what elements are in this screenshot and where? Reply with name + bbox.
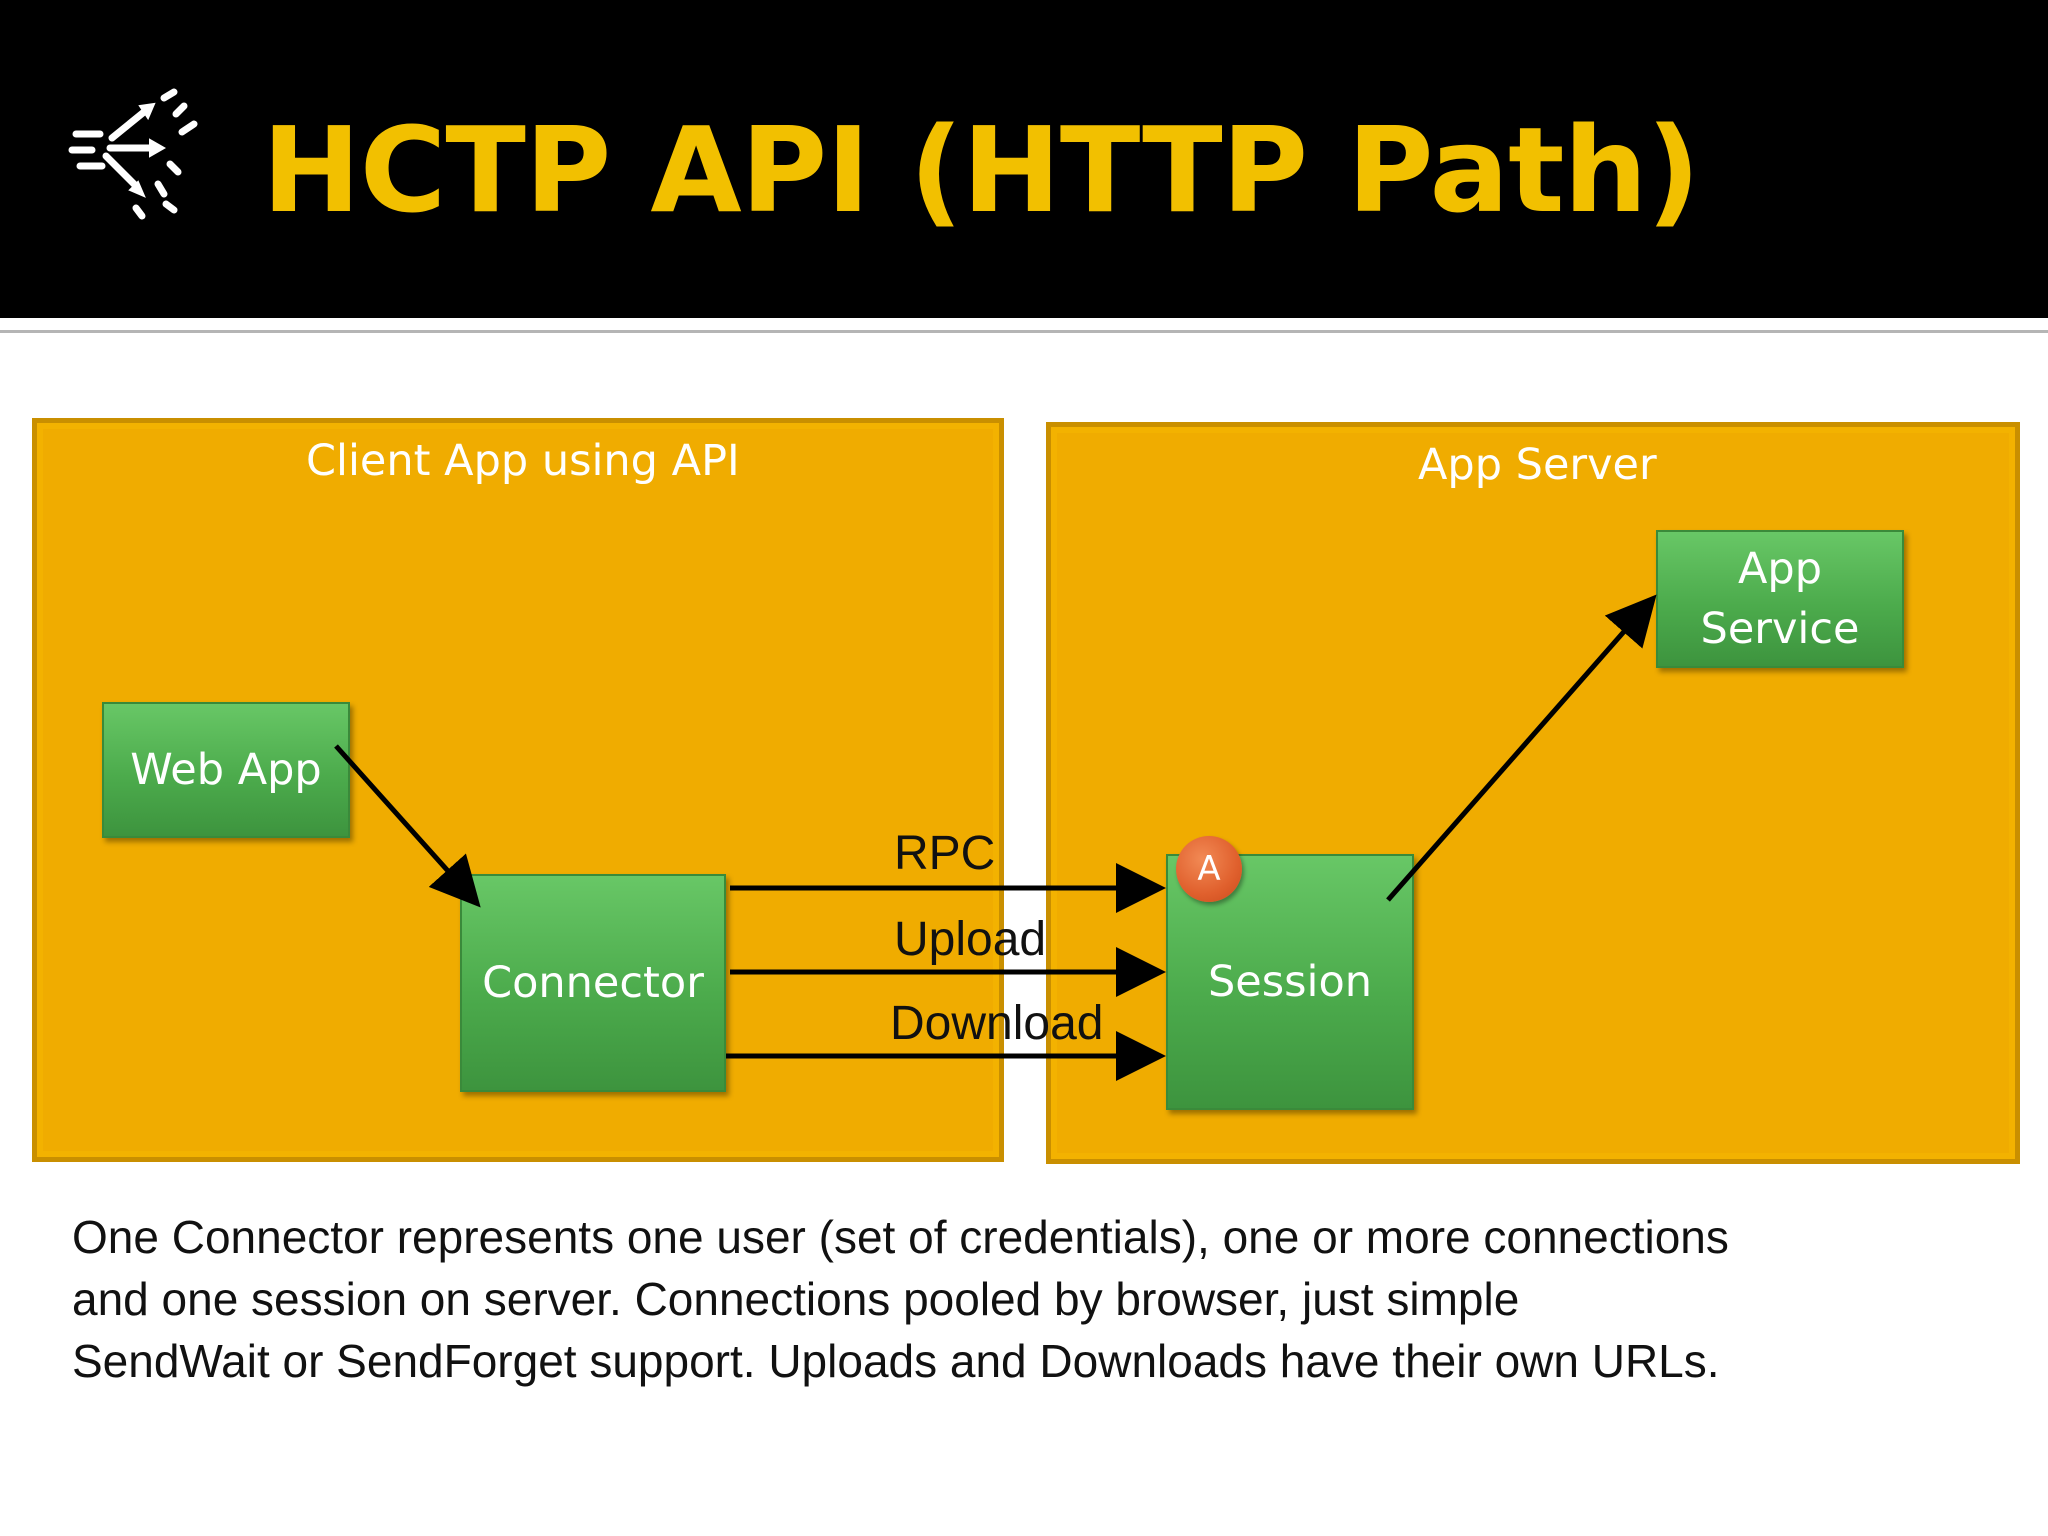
- caption-line-1: One Connector represents one user (set o…: [72, 1211, 1729, 1263]
- app-service-label-line2: Service: [1700, 604, 1860, 654]
- client-app-label: Client App using API: [306, 436, 740, 486]
- caption-line-2: and one session on server. Connections p…: [72, 1273, 1520, 1325]
- connector-node: Connector: [460, 874, 726, 1092]
- upload-label: Upload: [894, 913, 1047, 966]
- download-label: Download: [890, 997, 1104, 1050]
- session-label: Session: [1207, 957, 1373, 1007]
- session-badge: A: [1176, 836, 1242, 902]
- network-arrows-icon: [68, 88, 198, 220]
- app-service-label-line1: App: [1737, 544, 1822, 594]
- caption-text: One Connector represents one user (set o…: [72, 1206, 1992, 1392]
- app-service-node: App Service: [1656, 530, 1904, 668]
- web-app-node: Web App: [102, 702, 350, 838]
- rpc-label: RPC: [894, 827, 996, 880]
- web-app-label: Web App: [130, 745, 322, 795]
- slide-title: HCTP API (HTTP Path): [262, 101, 1700, 239]
- app-server-label: App Server: [1418, 440, 1657, 490]
- header-divider: [0, 330, 2048, 333]
- title-bar: HCTP API (HTTP Path): [0, 0, 2048, 318]
- caption-line-3: SendWait or SendForget support. Uploads …: [72, 1335, 1720, 1387]
- connector-label: Connector: [482, 958, 704, 1008]
